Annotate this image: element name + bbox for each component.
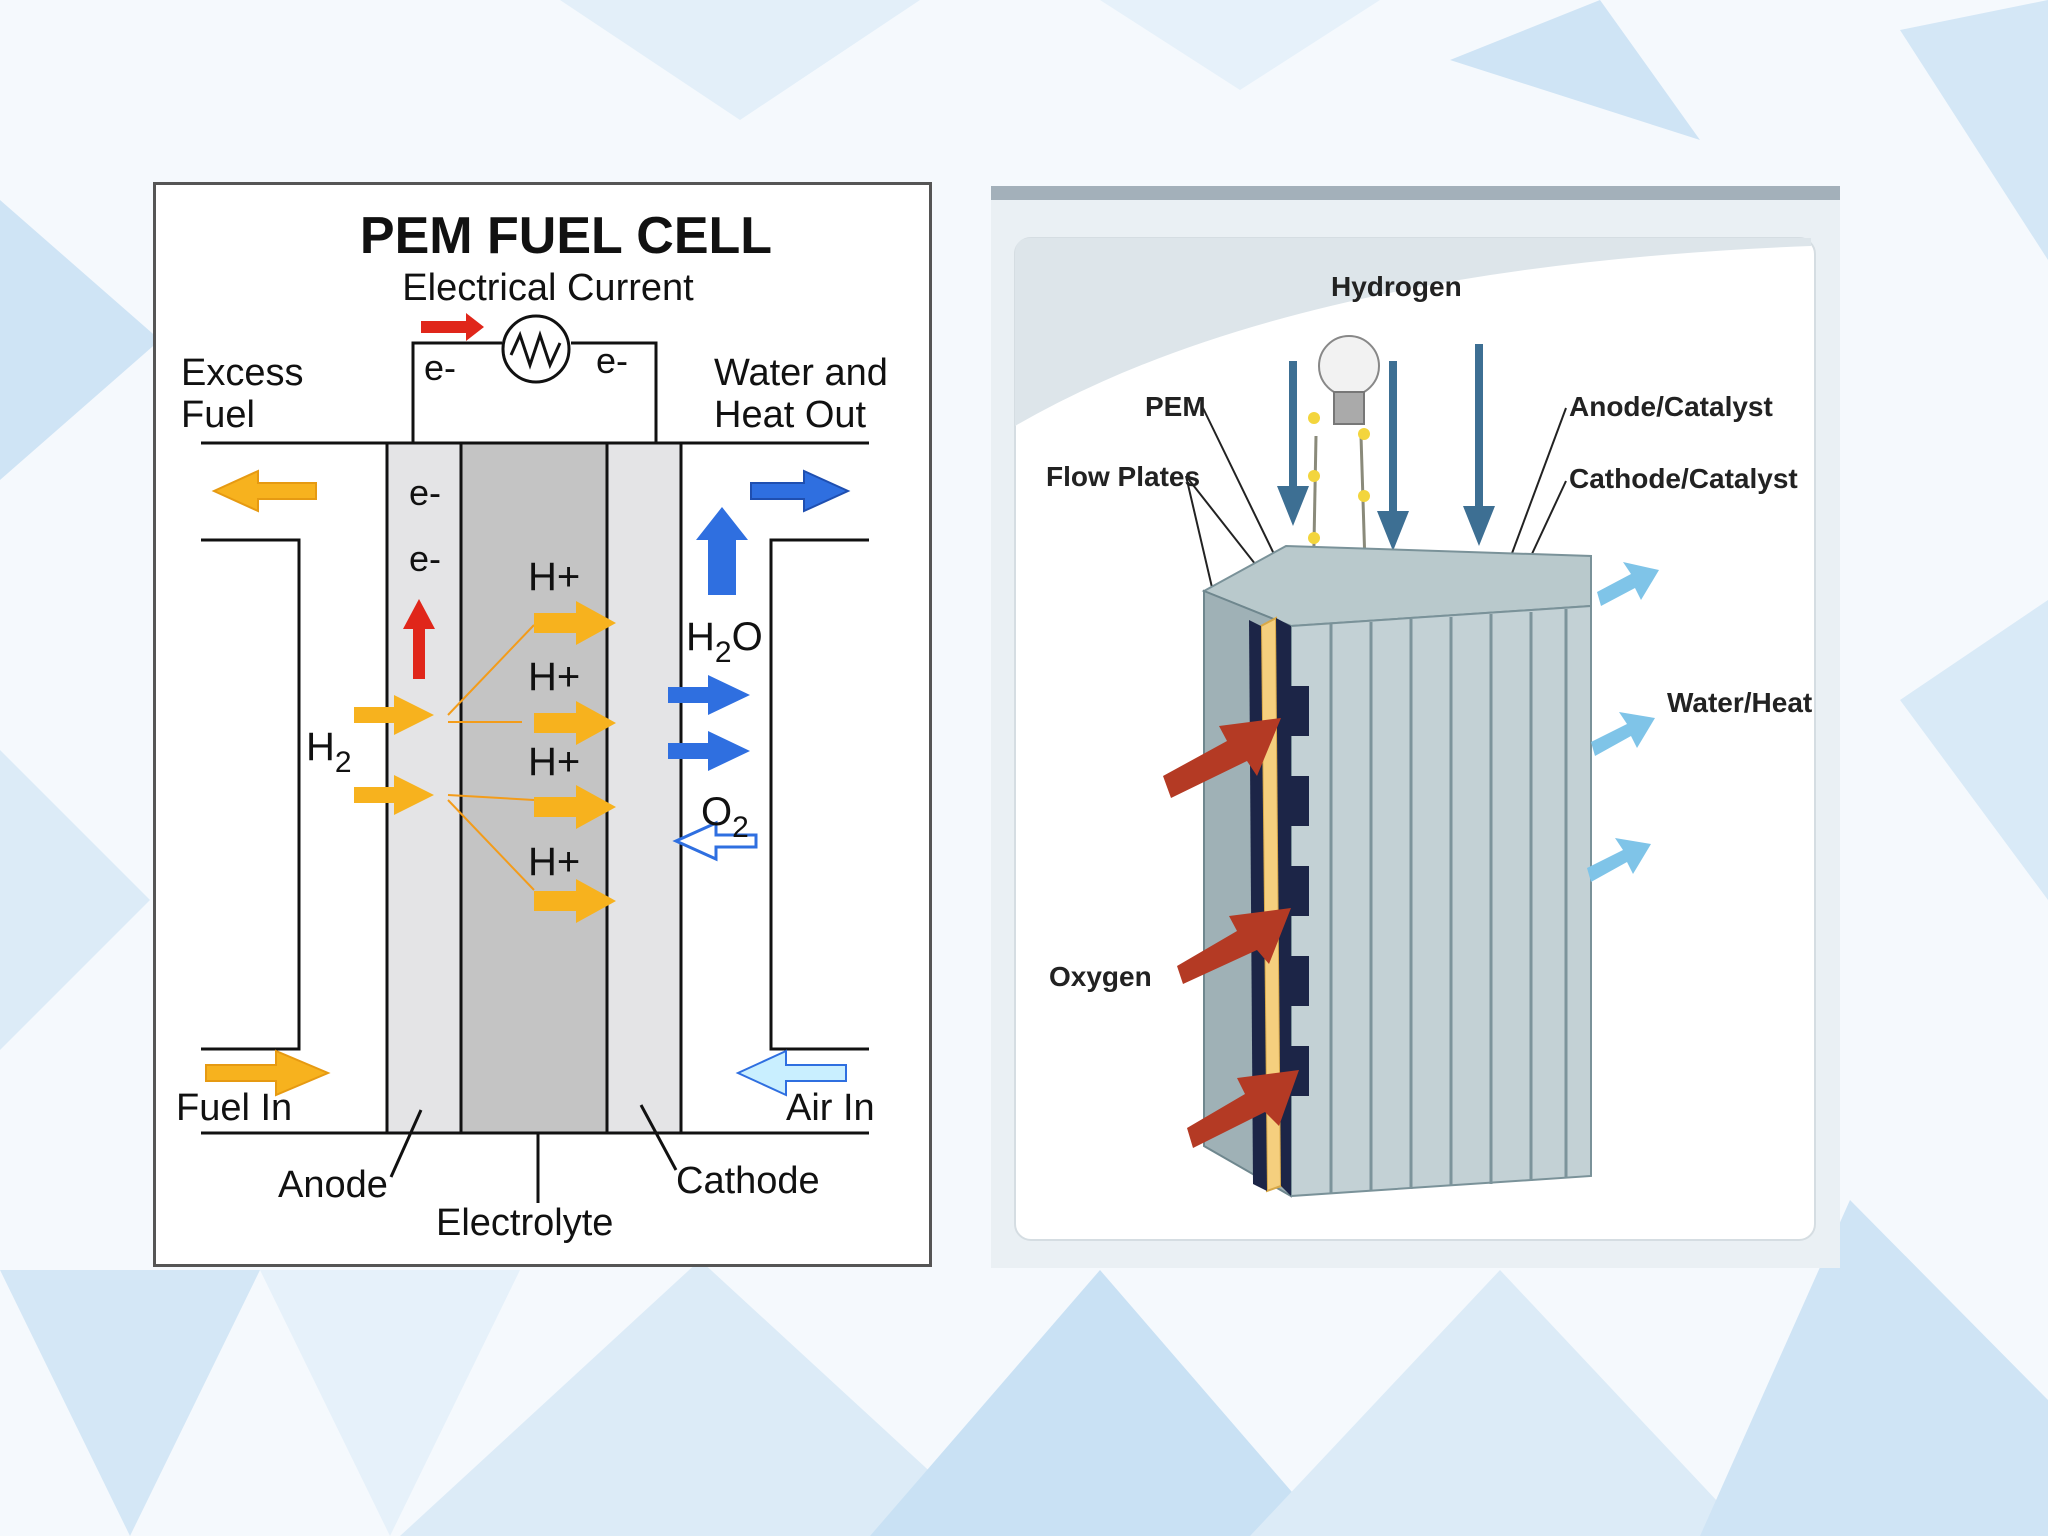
- anode-electron-2: e-: [409, 538, 441, 579]
- h2-arrow-2-icon: [354, 775, 434, 815]
- h-plus-label-3: H+: [528, 740, 580, 784]
- pem-label: PEM: [1145, 391, 1206, 422]
- cathode-catalyst-layer: [1276, 618, 1291, 1196]
- hydrogen-label: Hydrogen: [1331, 271, 1462, 302]
- circuit-electron-right: e-: [596, 340, 628, 381]
- electrolyte-label: Electrolyte: [436, 1202, 613, 1244]
- h-plus-label-4: H+: [528, 840, 580, 884]
- diagram-title: PEM FUEL CELL: [360, 207, 772, 265]
- fuel-in-label: Fuel In: [176, 1087, 292, 1129]
- oxygen-arrows: [1163, 718, 1299, 1148]
- water-arrow-2-icon: [668, 731, 750, 771]
- o2-label: O2: [701, 790, 749, 844]
- water-arrow-1-icon: [668, 675, 750, 715]
- hydrogen-arrows: [1277, 344, 1495, 551]
- anode-electron-1: e-: [409, 472, 441, 513]
- excess-fuel-label-2: Fuel: [181, 394, 255, 436]
- h-plus-arrow-2-icon: [534, 701, 616, 745]
- water-heat-label: Water/Heat: [1667, 687, 1812, 718]
- water-heat-out-label-1: Water and: [714, 352, 888, 394]
- electrical-current-label: Electrical Current: [402, 267, 694, 309]
- water-up-arrow-icon: [696, 507, 748, 595]
- excess-fuel-label-1: Excess: [181, 352, 303, 394]
- h-plus-arrow-4-icon: [534, 879, 616, 923]
- anode-label: Anode: [278, 1164, 388, 1206]
- h-plus-arrow-1-icon: [534, 601, 616, 645]
- fuel-in-arrow-icon: [205, 1049, 331, 1097]
- h2-label: H2: [306, 725, 352, 779]
- air-in-arrow-icon: [735, 1049, 847, 1097]
- cathode-catalyst-label: Cathode/Catalyst: [1569, 463, 1798, 494]
- anode-catalyst-label: Anode/Catalyst: [1569, 391, 1773, 422]
- h2o-label: H2O: [686, 615, 763, 669]
- cathode-layer: [605, 441, 683, 1135]
- air-in-label: Air In: [786, 1087, 875, 1129]
- electrolyte-layer: [459, 441, 609, 1135]
- h2-arrow-1-icon: [354, 695, 434, 735]
- water-heat-out-label-2: Heat Out: [714, 394, 867, 436]
- oxygen-label: Oxygen: [1049, 961, 1152, 992]
- anode-electron-arrow-icon: [403, 599, 435, 679]
- channel-slots: [1291, 686, 1309, 1096]
- water-heat-arrows: [1587, 562, 1659, 882]
- cathode-label: Cathode: [676, 1160, 820, 1202]
- flow-plates-label: Flow Plates: [1046, 461, 1200, 492]
- excess-fuel-arrow-icon: [211, 469, 317, 513]
- h-plus-arrow-3-icon: [534, 785, 616, 829]
- external-circuit: [411, 313, 658, 443]
- electron-flow-arrow-icon: [421, 313, 484, 341]
- oxygen-arrow-icon: [672, 820, 758, 862]
- water-out-arrow-icon: [750, 469, 851, 513]
- pem-fuel-cell-diagram: PEM FUEL CELL Electrical Current e- e- E…: [153, 182, 932, 1267]
- circuit-electron-left: e-: [424, 347, 456, 388]
- fuel-cell-stack-illustration: Hydrogen PEM Flow Plates Anode/Catalyst …: [991, 186, 1840, 1268]
- proton-paths: [447, 624, 535, 891]
- h-plus-label-1: H+: [528, 555, 580, 599]
- h-plus-label-2: H+: [528, 655, 580, 699]
